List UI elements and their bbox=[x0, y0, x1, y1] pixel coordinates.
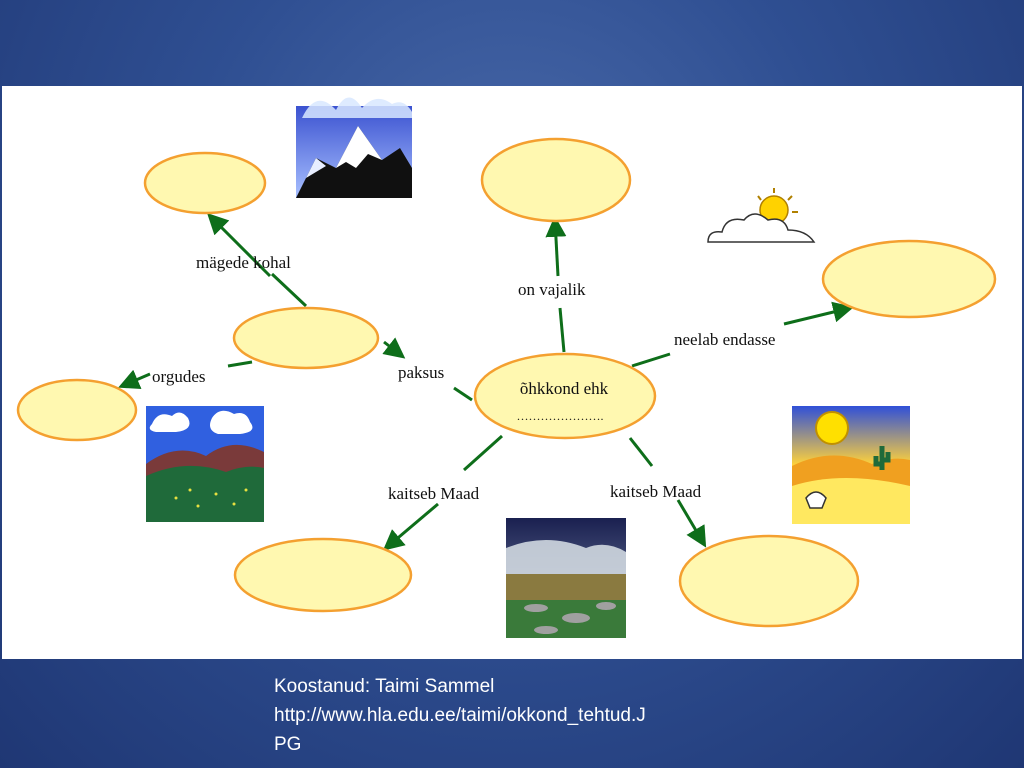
arrow-to-protect-left-node bbox=[382, 502, 439, 551]
storm-plain-illustration bbox=[506, 518, 626, 638]
arrow-to-valley-node bbox=[118, 369, 151, 390]
line-absorbs bbox=[631, 352, 671, 368]
author-line: Koostanud: Taimi Sammel bbox=[274, 676, 495, 697]
source-url-line-1: http://www.hla.edu.ee/taimi/okkond_tehtu… bbox=[274, 705, 646, 726]
concept-nodes bbox=[16, 137, 997, 628]
source-url-line-2: PG bbox=[274, 734, 302, 755]
desert-illustration bbox=[792, 406, 910, 524]
arrow-to-necessary-node-head bbox=[545, 215, 567, 277]
line-protect-right bbox=[628, 437, 654, 467]
line-valley-to-thickness bbox=[227, 360, 253, 368]
node-thickness bbox=[232, 306, 380, 370]
node-valleys bbox=[16, 378, 138, 442]
credits-block: Koostanud: Taimi Sammel http://www.hla.e… bbox=[274, 672, 794, 759]
diagram-panel: õhkkond ehk …………………. mägede kohal orgude… bbox=[2, 86, 1022, 659]
node-protect-right bbox=[678, 534, 860, 628]
center-label: õhkkond ehk bbox=[520, 379, 609, 398]
arrow-to-thickness-node bbox=[453, 386, 473, 402]
center-blank: …………………. bbox=[517, 409, 604, 423]
arrow-to-mountain-node bbox=[270, 272, 308, 308]
arrow-to-absorbs-node bbox=[783, 301, 855, 326]
arrow-to-protect-right-node bbox=[676, 499, 707, 548]
arrow-to-necessary-node bbox=[558, 307, 566, 353]
node-absorbs bbox=[821, 239, 997, 319]
node-center bbox=[473, 352, 657, 440]
link-label-over-mountains: mägede kohal bbox=[196, 253, 291, 272]
link-label-in-valleys: orgudes bbox=[152, 367, 206, 386]
link-label-protects-right: kaitseb Maad bbox=[610, 482, 702, 501]
link-label-protects-left: kaitseb Maad bbox=[388, 484, 480, 503]
link-label-thickness: paksus bbox=[398, 363, 444, 382]
valley-illustration bbox=[146, 406, 264, 522]
link-label-is-necessary: on vajalik bbox=[518, 280, 586, 299]
connector-lines bbox=[118, 213, 855, 551]
node-mountains bbox=[143, 151, 267, 215]
concept-map: õhkkond ehk …………………. mägede kohal orgude… bbox=[16, 97, 997, 638]
node-necessary bbox=[480, 137, 632, 223]
mountain-illustration bbox=[296, 97, 412, 198]
line-protect-left bbox=[462, 434, 504, 472]
arrow-to-mountain-node-head bbox=[207, 213, 272, 278]
sun-cloud-illustration bbox=[707, 188, 816, 243]
node-protect-left bbox=[233, 537, 413, 613]
link-label-absorbs: neelab endasse bbox=[674, 330, 775, 349]
arrow-to-thickness-node-head bbox=[382, 337, 406, 359]
